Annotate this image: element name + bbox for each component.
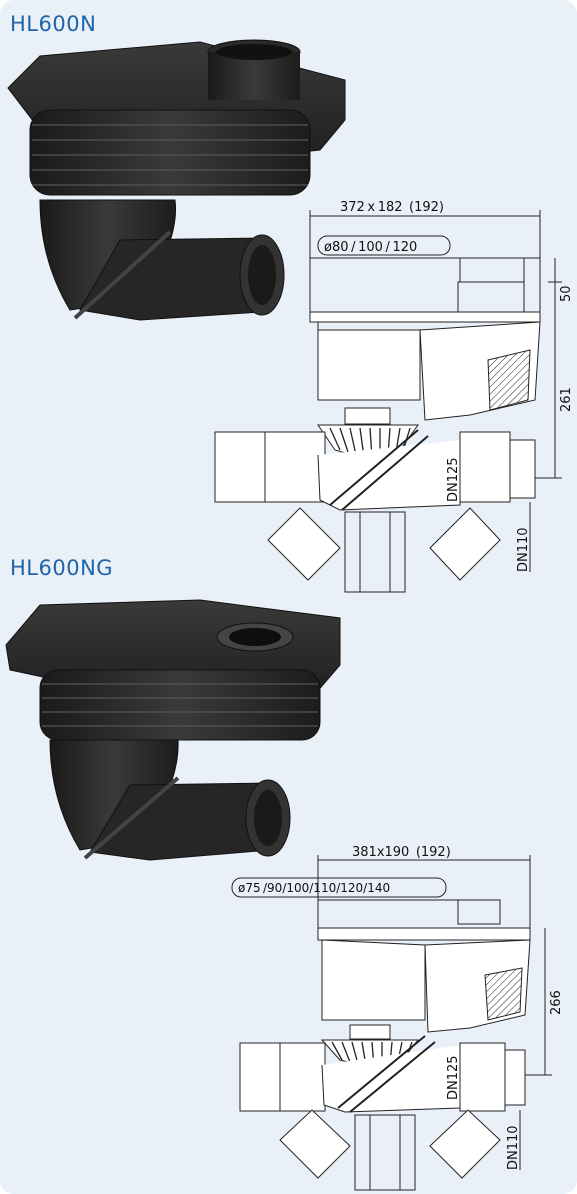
product-photo-hl600n	[7, 39, 346, 321]
diameter-dimension-label: ø80 / 100 / 120	[324, 240, 417, 255]
inlet-dn-label: DN110	[516, 527, 531, 572]
inlet-dn-label-ng: DN110	[506, 1125, 521, 1170]
tech-drawing-hl600n	[214, 210, 562, 593]
width-dimension-label-ng: 381x190 (192)	[352, 845, 451, 860]
height-body-label-ng: 266	[549, 990, 564, 1015]
height-top-label: 50	[559, 285, 574, 302]
diameter-label-frame-ng	[231, 877, 447, 898]
width-dimension-label: 372 x 182 (192)	[340, 200, 444, 215]
diameter-label-frame	[317, 235, 451, 256]
product-title-hl600ng: HL600NG	[10, 556, 114, 580]
tech-drawing-hl600ng	[239, 855, 552, 1191]
outlet-dn-label-ng: DN125	[446, 1055, 461, 1100]
height-body-label: 261	[559, 387, 574, 412]
product-photo-hl600ng	[5, 599, 341, 861]
outlet-dn-label: DN125	[446, 457, 461, 502]
product-title-hl600n: HL600N	[10, 12, 97, 36]
diameter-dimension-label-ng: ø75 /90/100/110/120/140	[238, 881, 390, 895]
